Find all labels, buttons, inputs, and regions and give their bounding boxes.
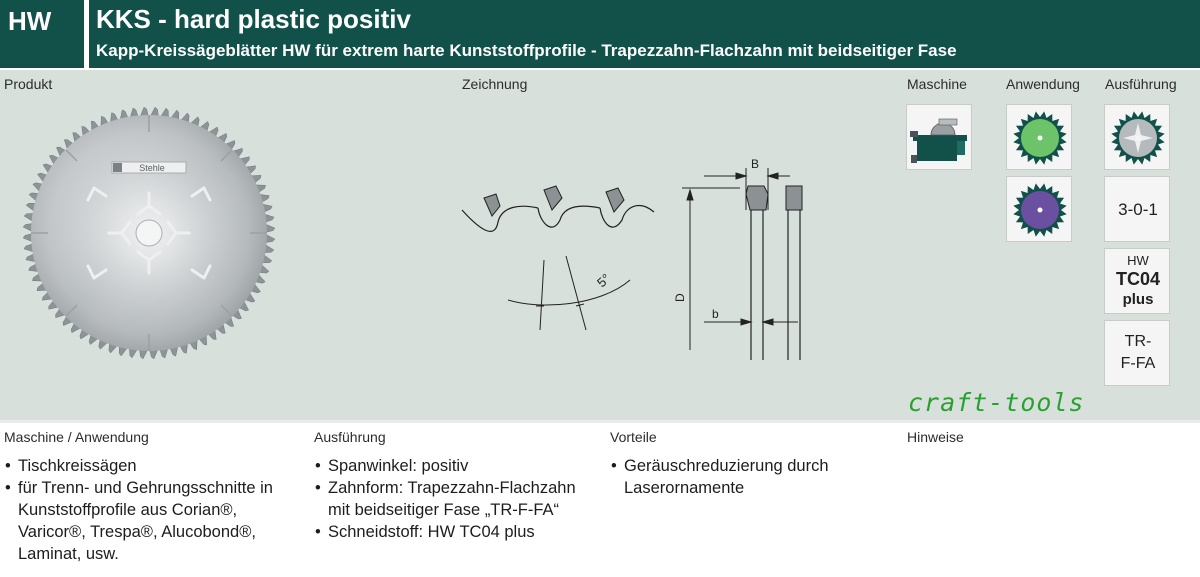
dimension-b-upper [704,168,790,210]
dimension-b-lower-label: b [712,307,719,321]
machine-table-saw-tile [906,104,972,170]
label-vorteile: Vorteile [610,429,657,445]
material-line2: TC04 [1115,269,1160,289]
list-item: Geräuschreduzierung durch Laserornamente [610,455,875,499]
hw-badge: HW [0,0,84,68]
section-label-anwendung: Anwendung [1006,76,1080,92]
section-label-maschine: Maschine [907,76,967,92]
mini-blade-icon [1111,111,1165,165]
execution-material-tile: HW TC04 plus [1104,248,1170,314]
application-purple-tile [1006,176,1072,242]
list-vorteile: Geräuschreduzierung durch Laserornamente [610,455,875,499]
execution-code: 3-0-1 [1118,200,1158,219]
dimension-b-lower [704,308,798,332]
material-line3: plus [1122,291,1154,308]
dimension-d-label: D [673,293,687,302]
angle-construction [507,255,631,331]
header-bar: HW KKS - hard plastic positiv Kapp-Kreis… [0,0,1200,68]
page-subtitle: Kapp-Kreissägeblätter HW für extrem hart… [96,41,957,60]
product-panel: Produkt Zeichnung Maschine Anwendung Aus… [0,70,1200,420]
list-item: Spanwinkel: positiv [314,455,599,477]
hw-badge-label: HW [8,6,52,36]
details-section: Maschine / Anwendung Tischkreissägen für… [0,420,1200,577]
details-divider [0,420,1200,423]
gear-purple-icon [1013,183,1067,237]
section-label-produkt: Produkt [4,76,53,92]
list-item: Tischkreissägen [4,455,294,477]
material-line1: HW [1127,253,1149,268]
cross-section-tips [745,185,803,211]
laser-ornaments [86,186,212,280]
technical-drawing: 5° B D [461,157,803,360]
dimension-d [682,187,740,350]
label-hinweise: Hinweise [907,429,964,445]
blade-logo-text: Stehle [139,163,165,173]
tooth-line1: TR- [1124,333,1152,350]
execution-blade-tile [1104,104,1170,170]
execution-tooth-tile: TR- F-FA [1104,320,1170,386]
tooth-tips [483,185,625,217]
list-ausfuehrung: Spanwinkel: positiv Zahnform: Trapezzahn… [314,455,599,543]
list-item: Zahnform: Trapezzahn-Flachzahn mit beids… [314,477,599,521]
tooth-line2: F-FA [1120,355,1156,372]
blade-logo-plate [111,161,187,174]
label-ausfuehrung: Ausführung [314,429,386,445]
table-saw-icon [910,118,967,163]
section-label-ausfuehrung: Ausführung [1105,76,1177,92]
brand-logo-text: craft-tools [908,388,1085,417]
arbor-hole [135,219,163,247]
list-item: Schneidstoff: HW TC04 plus [314,521,599,543]
execution-code-tile: 3-0-1 [1104,176,1170,242]
angle-label: 5° [594,271,613,290]
list-item: für Trenn- und Gehrungsschnitte in Kunst… [4,477,294,565]
list-maschine-anwendung: Tischkreissägen für Trenn- und Gehrungss… [4,455,294,565]
label-maschine-anwendung: Maschine / Anwendung [4,429,149,445]
expansion-slots [31,115,267,351]
cross-section-body [750,210,801,360]
section-label-zeichnung: Zeichnung [462,76,528,92]
application-green-tile [1006,104,1072,170]
page-title: KKS - hard plastic positiv [96,4,411,34]
header-divider [84,0,89,68]
tooth-profile [461,204,655,232]
saw-blade-image: Stehle [22,106,276,360]
dimension-b-upper-label: B [751,157,759,171]
gear-green-icon [1013,111,1067,165]
